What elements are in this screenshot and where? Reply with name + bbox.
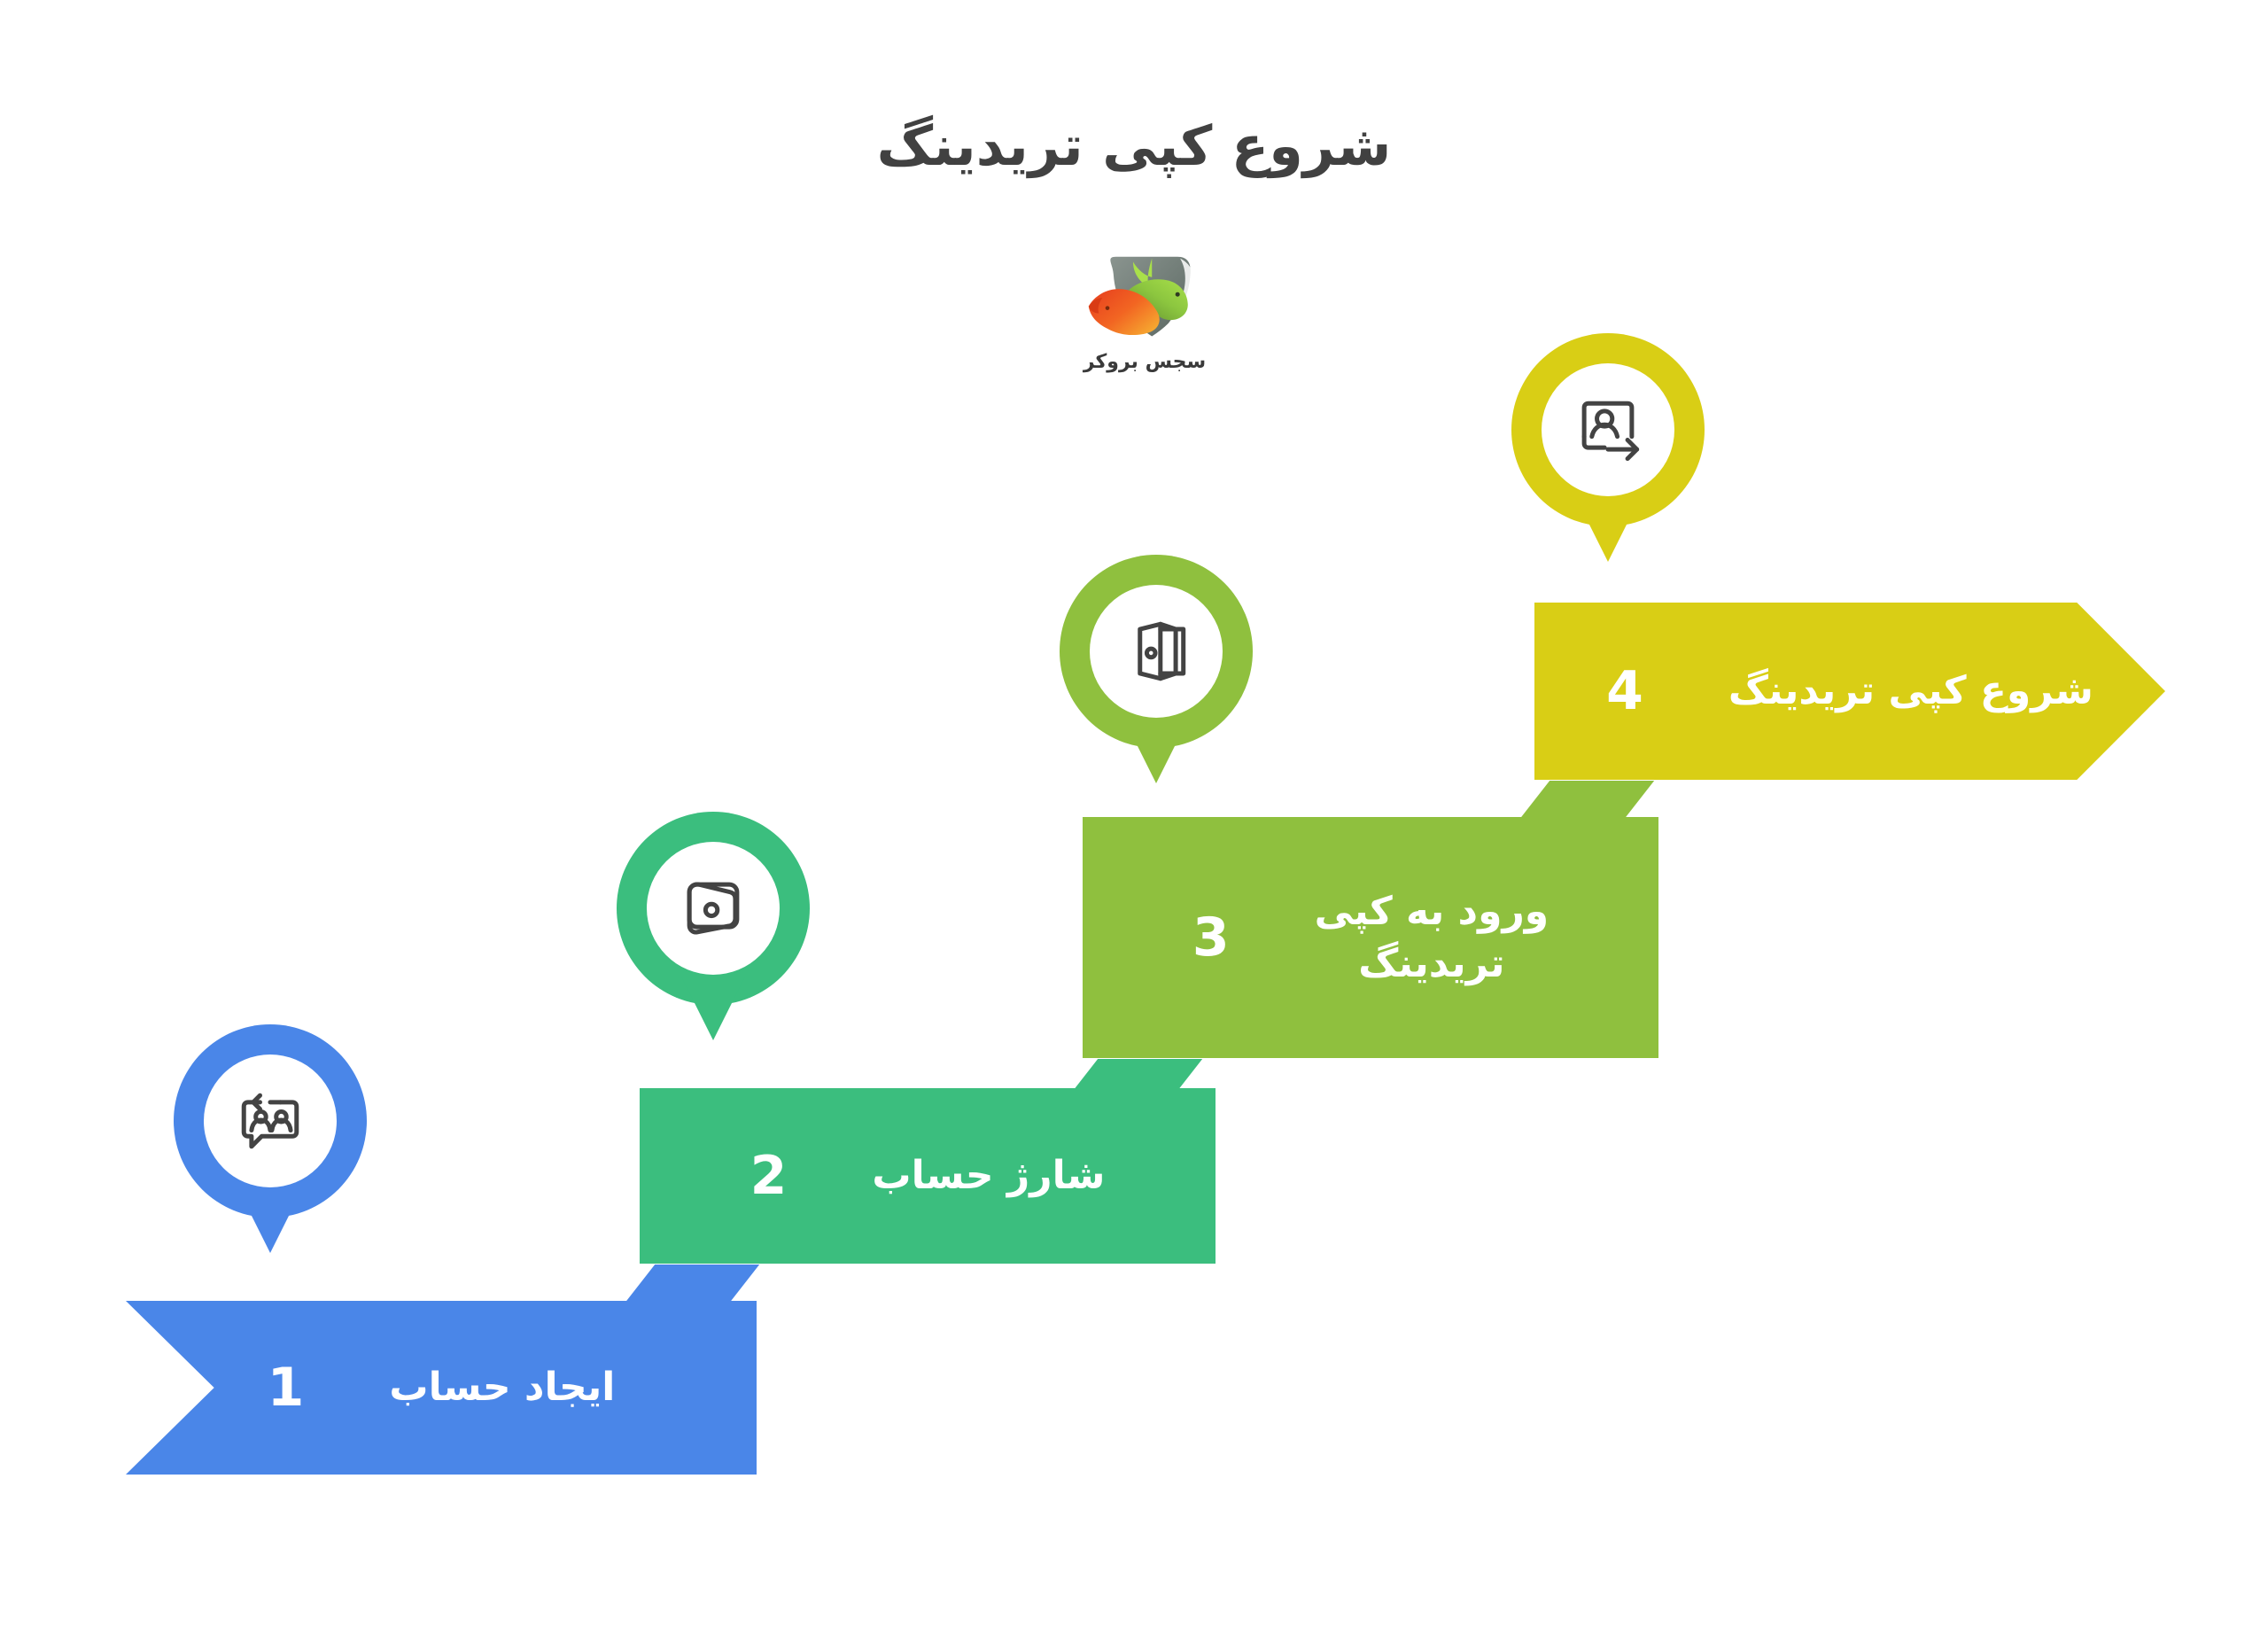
- step-label-4: شروع کپی تریدینگ: [1728, 668, 2093, 714]
- users-chat-return-icon: [241, 1093, 299, 1149]
- connector-step3-step4: [1518, 781, 1655, 820]
- pin-hole-1: [204, 1054, 337, 1187]
- step-number-3: 3: [1192, 907, 1230, 969]
- pin-hole-3: [1090, 585, 1223, 718]
- pin-tail-4: [1576, 498, 1640, 562]
- step-pin-3[interactable]: [1060, 555, 1253, 787]
- pin-tail-1: [238, 1189, 302, 1253]
- sejes-broker-logo-icon: [1088, 256, 1194, 341]
- pin-hole-4: [1542, 363, 1674, 496]
- step-label-3: ورود به کپی تریدینگ: [1314, 888, 1550, 986]
- page-title: شروع کپی تریدینگ: [876, 113, 1392, 178]
- wallet-icon: [687, 882, 740, 935]
- step-pin-1[interactable]: [174, 1024, 367, 1257]
- user-login-arrow-icon: [1581, 401, 1640, 462]
- step-pin-2[interactable]: [617, 812, 810, 1044]
- step-pin-4[interactable]: [1511, 333, 1705, 565]
- step-number-1: 1: [267, 1357, 305, 1419]
- step-banner-2[interactable]: شارژ حساب 2: [640, 1088, 1216, 1264]
- open-door-icon: [1138, 621, 1186, 681]
- step-label-1: ایجاد حساب: [389, 1365, 616, 1411]
- brand-logo: سجس بروکر: [1047, 250, 1242, 383]
- step-banner-1[interactable]: ایجاد حساب 1: [126, 1301, 757, 1475]
- step-number-4: 4: [1606, 660, 1643, 722]
- pin-tail-3: [1124, 720, 1188, 783]
- pin-hole-2: [647, 842, 780, 975]
- step-banner-4[interactable]: شروع کپی تریدینگ 4: [1534, 603, 2165, 780]
- pin-tail-2: [681, 977, 745, 1040]
- step-label-2: شارژ حساب: [872, 1153, 1106, 1199]
- step-number-2: 2: [750, 1145, 788, 1207]
- step-banner-3[interactable]: ورود به کپی تریدینگ 3: [1083, 817, 1658, 1058]
- brand-logo-text: سجس بروکر: [1083, 351, 1207, 373]
- connector-step1-step2: [624, 1265, 760, 1303]
